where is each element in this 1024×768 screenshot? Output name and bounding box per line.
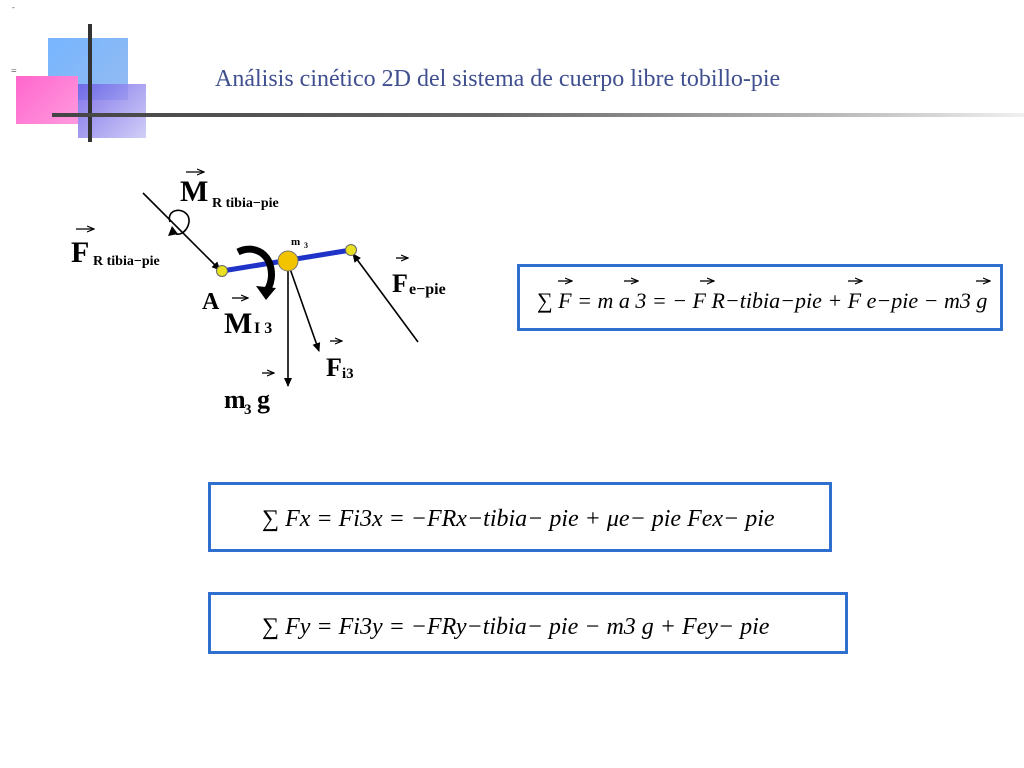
point-a-label: A — [202, 289, 220, 315]
force-tibia-subscript: R tibia−pie — [93, 254, 160, 269]
force-tibia-label: F — [71, 236, 89, 269]
inertial-moment-label: M — [224, 307, 252, 340]
inertial-force-subscript: i3 — [342, 366, 354, 382]
weight-label: m — [224, 385, 246, 414]
mass-point-label: m — [291, 236, 300, 248]
slide-title: Análisis cinético 2D del sistema de cuer… — [215, 66, 781, 92]
decor-vertical-line — [88, 24, 92, 142]
fx-equation-box — [208, 482, 832, 552]
force-foot-subscript: e−pie — [409, 281, 446, 298]
title-underline — [52, 113, 1024, 117]
force-foot-label: F — [392, 269, 408, 298]
inertial-force-label: F — [326, 353, 342, 382]
weight-g-label: g — [257, 385, 270, 414]
moment-tibia-subscript: R tibia−pie — [212, 196, 279, 211]
sum-fx-equation: ∑ Fx = Fi3x = −FRx−tibia− pie + μe− pie … — [262, 506, 775, 532]
inertial-moment-subscript: I 3 — [254, 320, 272, 337]
weight-subscript: 3 — [244, 402, 252, 418]
mass-center-joint — [277, 250, 299, 272]
moment-tibia-label: M — [180, 175, 208, 208]
inertial-moment-arrow — [236, 245, 276, 300]
left-mark: = — [11, 66, 17, 77]
tibia-moment-symbol — [168, 209, 190, 236]
point-a-joint — [216, 265, 228, 277]
foot-contact-force-arrow — [352, 253, 419, 343]
inertial-force-arrow — [287, 262, 321, 352]
vector-sum-equation: ∑ F = m a 3 = − F R−tibia−pie + F e−pie … — [537, 288, 988, 313]
mass-point-subscript: 3 — [304, 241, 308, 250]
top-mark: - — [12, 3, 15, 12]
vector-equation-box — [517, 264, 1003, 331]
sum-fy-equation: ∑ Fy = Fi3y = −FRy−tibia− pie − m3 g + F… — [262, 614, 770, 640]
foot-end-joint — [345, 244, 357, 256]
fy-equation-box — [208, 592, 848, 654]
tibia-reaction-force-arrow — [142, 192, 221, 271]
